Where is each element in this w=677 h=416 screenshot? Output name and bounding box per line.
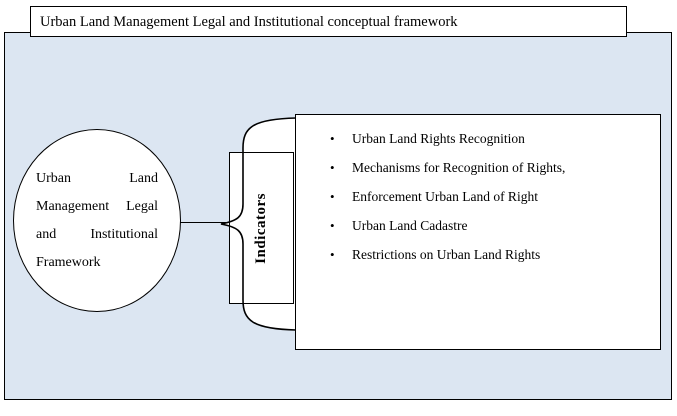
bullet-icon: •	[330, 247, 335, 262]
indicators-list-box: • Urban Land Rights Recognition • Mechan…	[295, 114, 661, 350]
diagram-title-box: Urban Land Management Legal and Institut…	[30, 6, 627, 37]
list-item-text: Mechanisms for Recognition of Rights,	[352, 160, 566, 175]
list-item: • Urban Land Cadastre	[330, 216, 650, 235]
list-item: • Mechanisms for Recognition of Rights,	[330, 158, 650, 177]
bullet-icon: •	[330, 189, 335, 204]
indicators-label-box: Indicators	[229, 152, 294, 304]
framework-oval-node: Urban Land Management Legal and Institut…	[13, 129, 181, 312]
indicators-label: Indicators	[253, 192, 269, 264]
bullet-icon: •	[330, 218, 335, 233]
bullet-icon: •	[330, 131, 335, 146]
bullet-icon: •	[330, 160, 335, 175]
list-item-text: Urban Land Rights Recognition	[352, 131, 525, 146]
connector-line	[176, 222, 226, 223]
list-item: • Urban Land Rights Recognition	[330, 129, 650, 148]
list-item-text: Enforcement Urban Land of Right	[352, 189, 538, 204]
diagram-title: Urban Land Management Legal and Institut…	[40, 14, 458, 30]
list-item-text: Urban Land Cadastre	[352, 218, 468, 233]
framework-oval-label: Urban Land Management Legal and Institut…	[36, 170, 158, 270]
list-item: • Restrictions on Urban Land Rights	[330, 245, 650, 264]
indicators-list: • Urban Land Rights Recognition • Mechan…	[330, 129, 650, 264]
list-item: • Enforcement Urban Land of Right	[330, 187, 650, 206]
list-item-text: Restrictions on Urban Land Rights	[352, 247, 541, 262]
